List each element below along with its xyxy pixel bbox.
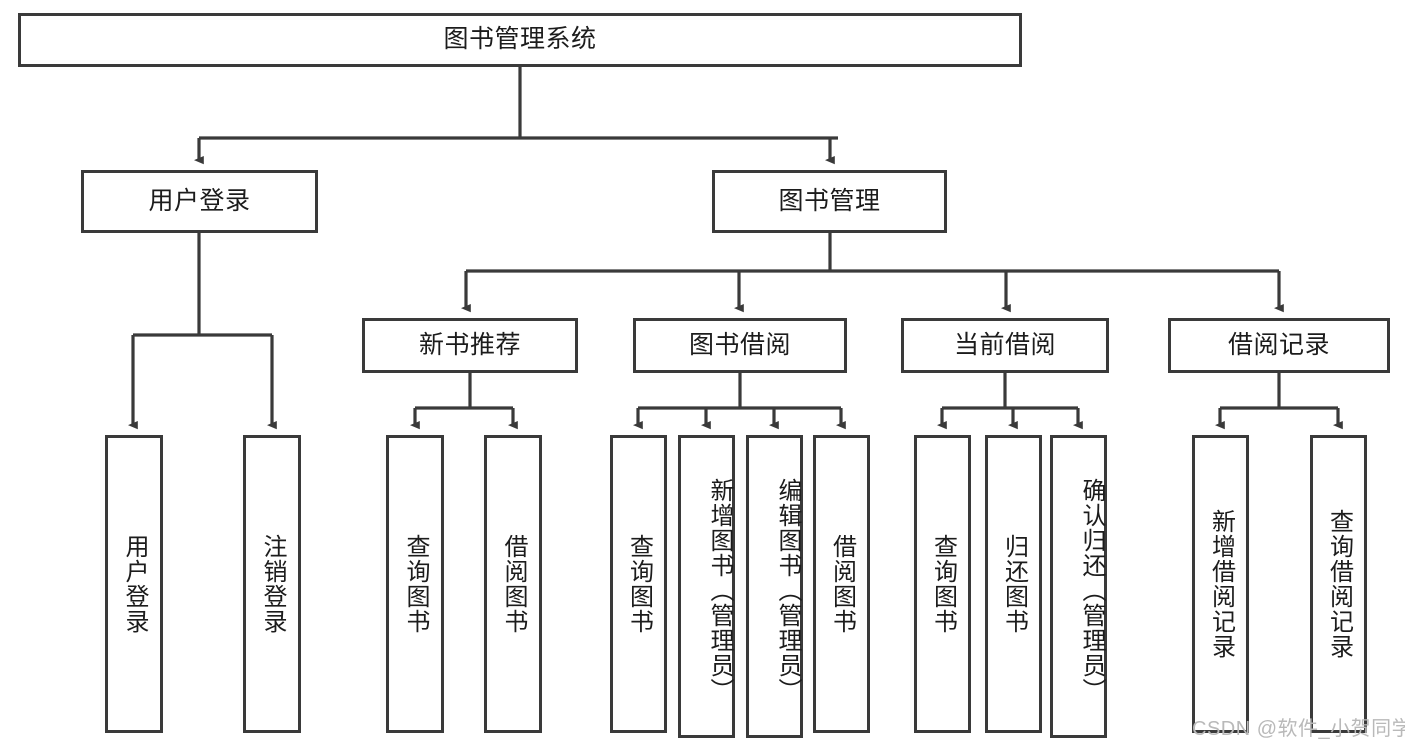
node-user-login[interactable]: 用户登录: [81, 170, 318, 233]
node-leaf-bb-borrow-book[interactable]: 借阅图书: [813, 435, 870, 733]
node-root[interactable]: 图书管理系统: [18, 13, 1022, 67]
node-leaf-rec-query-book[interactable]: 查询图书: [386, 435, 444, 733]
node-leaf-logout-label: 注销登录: [258, 534, 286, 634]
node-leaf-cb-return-book-label: 归还图书: [1000, 534, 1028, 634]
node-leaf-br-add-record-label: 新增借阅记录: [1207, 509, 1235, 659]
node-user-login-label: 用户登录: [148, 186, 251, 215]
node-leaf-bb-borrow-book-label: 借阅图书: [828, 534, 856, 634]
node-borrow-record[interactable]: 借阅记录: [1168, 318, 1390, 373]
node-leaf-bb-edit-book[interactable]: 编辑图书（管理员）: [746, 435, 803, 738]
node-current-borrow[interactable]: 当前借阅: [901, 318, 1109, 373]
node-book-manage-label: 图书管理: [778, 186, 881, 215]
node-leaf-user-login-label: 用户登录: [120, 534, 148, 634]
node-leaf-cb-confirm-return[interactable]: 确认归还（管理员）: [1050, 435, 1107, 738]
node-book-manage[interactable]: 图书管理: [712, 170, 947, 233]
node-leaf-bb-query-book-label: 查询图书: [625, 534, 653, 634]
node-leaf-cb-query-book[interactable]: 查询图书: [914, 435, 971, 733]
node-leaf-logout[interactable]: 注销登录: [243, 435, 301, 733]
node-leaf-cb-query-book-label: 查询图书: [929, 534, 957, 634]
node-leaf-rec-query-book-label: 查询图书: [401, 534, 429, 634]
node-root-label: 图书管理系统: [443, 25, 597, 54]
node-new-book-recommend[interactable]: 新书推荐: [362, 318, 578, 373]
node-leaf-cb-confirm-return-label: 确认归还（管理员）: [1078, 478, 1105, 703]
node-book-borrow-label: 图书借阅: [688, 330, 791, 359]
node-borrow-record-label: 借阅记录: [1227, 330, 1330, 359]
node-book-borrow[interactable]: 图书借阅: [633, 318, 847, 373]
node-leaf-bb-add-book-label: 新增图书（管理员）: [706, 478, 733, 703]
node-leaf-cb-return-book[interactable]: 归还图书: [985, 435, 1042, 733]
node-leaf-br-query-record-label: 查询借阅记录: [1325, 509, 1353, 659]
node-leaf-user-login[interactable]: 用户登录: [105, 435, 163, 733]
node-leaf-rec-borrow-book[interactable]: 借阅图书: [484, 435, 542, 733]
node-leaf-rec-borrow-book-label: 借阅图书: [499, 534, 527, 634]
node-new-book-recommend-label: 新书推荐: [418, 330, 521, 359]
node-leaf-bb-edit-book-label: 编辑图书（管理员）: [774, 478, 801, 703]
node-leaf-bb-add-book[interactable]: 新增图书（管理员）: [678, 435, 735, 738]
csdn-watermark: CSDN @软件_小贺同学: [1192, 718, 1405, 740]
node-current-borrow-label: 当前借阅: [953, 330, 1056, 359]
node-leaf-br-add-record[interactable]: 新增借阅记录: [1192, 435, 1249, 733]
node-leaf-bb-query-book[interactable]: 查询图书: [610, 435, 667, 733]
node-leaf-br-query-record[interactable]: 查询借阅记录: [1310, 435, 1367, 733]
